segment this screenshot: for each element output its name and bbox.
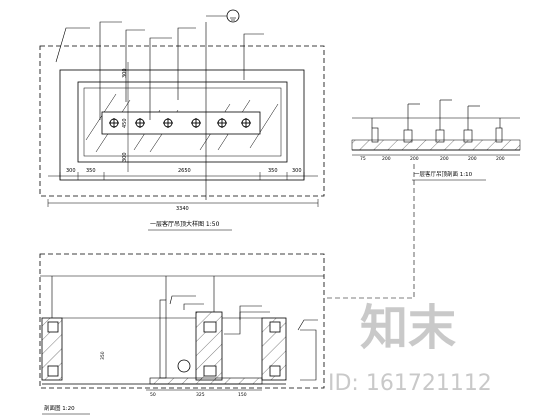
- spotlight-icon: [241, 118, 251, 128]
- detail-dim: 200: [496, 156, 505, 162]
- dim-label: 300: [66, 168, 76, 174]
- plan-outer-dashed-border: [39, 45, 325, 197]
- dim-side-label: 450: [122, 118, 128, 128]
- plan-dimensions: [47, 172, 319, 207]
- detail-dim: 200: [440, 156, 449, 162]
- ceiling-detail-section: 75 200 200 200 200 200 一层客厅吊顶剖面 1:10: [324, 99, 521, 299]
- detail-dim: 200: [382, 156, 391, 162]
- watermark-logo: 知末: [360, 300, 456, 356]
- dim-label: 350: [86, 168, 96, 174]
- section-dim: 50: [150, 392, 156, 398]
- ceiling-section-view: 50 325 150 350 剖面图 1:20: [39, 253, 325, 415]
- detail-caption: 一层客厅吊顶剖面 1:10: [414, 170, 473, 178]
- section-dim: 325: [196, 392, 205, 398]
- detail-dim: 200: [468, 156, 477, 162]
- plan-recess-inner: [83, 87, 282, 157]
- dim-total: 3340: [176, 206, 189, 212]
- detail-dim: 75: [360, 156, 366, 162]
- watermark-id: ID: 161721112: [328, 371, 492, 396]
- light-fixture-icon: [177, 359, 191, 373]
- dim-side-label: 300: [122, 152, 128, 162]
- plan-recessed-panel: [77, 81, 288, 163]
- detail-callout-leader: [324, 164, 415, 299]
- spotlight-icon: [217, 118, 227, 128]
- section-caption: 剖面图 1:20: [44, 404, 75, 412]
- dim-label: 2650: [178, 168, 191, 174]
- dim-label: 300: [292, 168, 302, 174]
- watermark: 知末 ID: 161721112: [328, 300, 492, 396]
- plan-leaders: [55, 21, 264, 120]
- plan-spotlights: [109, 118, 251, 128]
- section-dim-side: 350: [100, 351, 106, 360]
- plan-caption: 一层客厅吊顶大样图 1:50: [150, 220, 220, 228]
- section-dashed-border: [39, 253, 325, 389]
- spotlight-icon: [109, 118, 119, 128]
- dim-label: 350: [268, 168, 278, 174]
- spotlight-icon: [163, 118, 173, 128]
- dim-side-label: 300: [122, 68, 128, 78]
- detail-dim: 200: [410, 156, 419, 162]
- plan-light-strip: [101, 111, 261, 135]
- ceiling-plan-view: 300 350 2650 350 300 3340 300 450 300 一层…: [39, 9, 325, 231]
- spotlight-icon: [135, 118, 145, 128]
- spotlight-icon: [191, 118, 201, 128]
- section-dim: 150: [238, 392, 247, 398]
- plan-ceiling-frame: [59, 69, 305, 181]
